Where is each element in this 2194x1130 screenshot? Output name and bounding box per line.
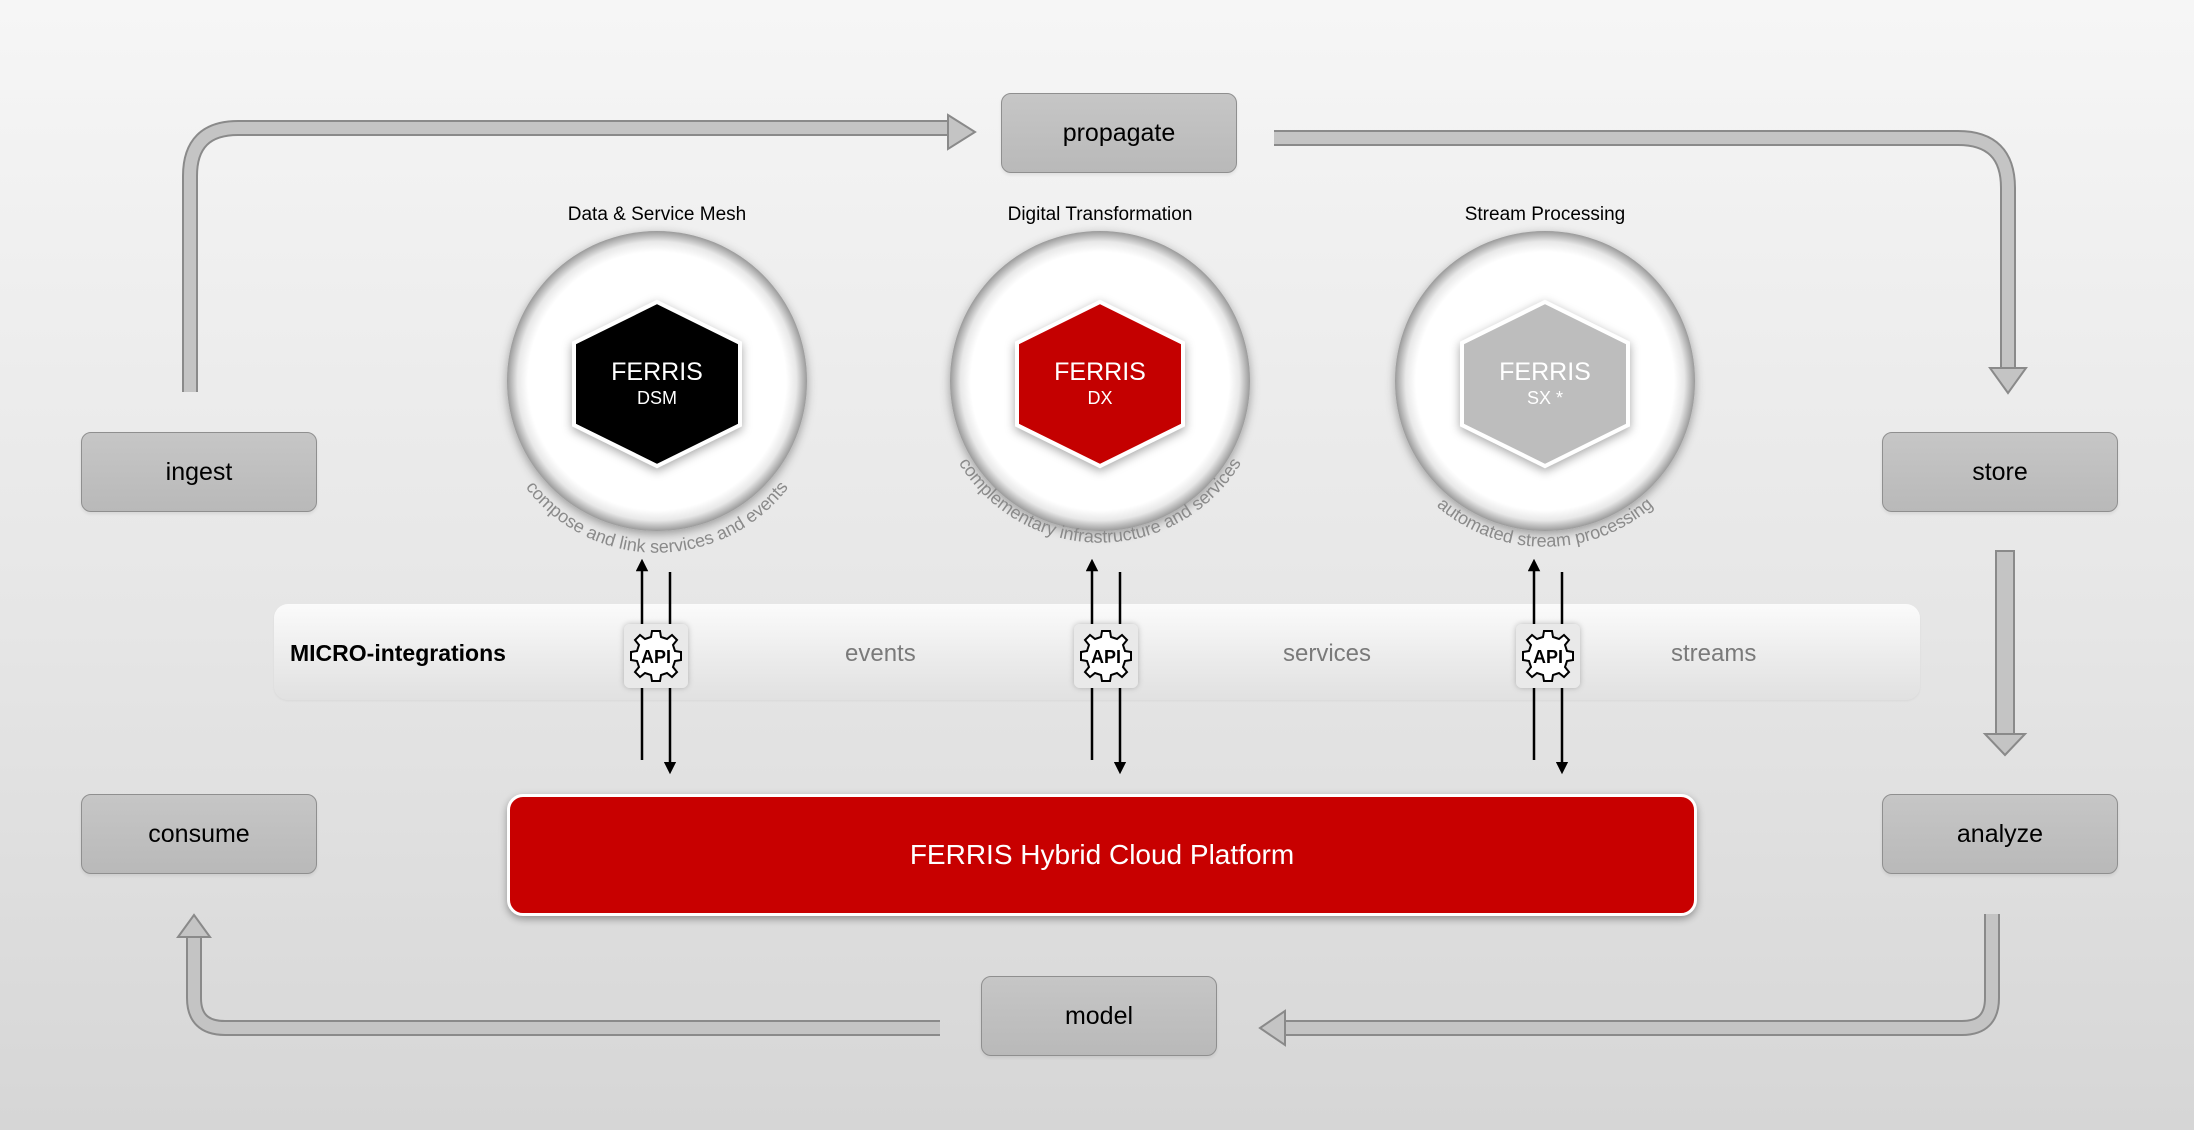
hexagon-dsm — [572, 299, 742, 469]
band-label-streams: streams — [1671, 640, 1757, 667]
hexagon-dx — [1015, 299, 1185, 469]
stage-analyze: analyze — [1882, 794, 2118, 874]
hex-name-dsm: FERRIS — [611, 358, 703, 386]
flow-arrow-model-to-consume — [176, 913, 940, 1036]
micro-integrations-title: MICRO-integrations — [290, 640, 506, 666]
hexagon-sx — [1460, 299, 1630, 469]
api-gear-icon-dsm: API — [624, 624, 688, 688]
hex-code-dx: DX — [1087, 388, 1112, 408]
product-heading-dsm: Data & Service Mesh — [567, 204, 747, 225]
product-heading-dx: Digital Transformation — [1007, 204, 1193, 225]
stage-model: model — [981, 976, 1217, 1056]
product-circle-sx — [1395, 231, 1695, 531]
stage-ingest: ingest — [81, 432, 317, 512]
hex-code-sx: SX * — [1527, 388, 1563, 408]
stage-propagate: propagate — [1001, 93, 1237, 173]
hex-name-sx: FERRIS — [1499, 358, 1591, 386]
stage-store: store — [1882, 432, 2118, 512]
hex-code-dsm: DSM — [637, 388, 677, 408]
band-label-services: services — [1283, 640, 1372, 667]
api-gear-icon-sx: API — [1516, 624, 1580, 688]
stage-consume: consume — [81, 794, 317, 874]
flow-arrow-store-to-analyze — [1982, 550, 2028, 757]
flow-arrow-propagate-to-store — [1274, 130, 2028, 395]
product-circle-dsm — [507, 231, 807, 531]
svg-text:API: API — [641, 647, 671, 667]
svg-text:API: API — [1091, 647, 1121, 667]
svg-text:API: API — [1533, 647, 1563, 667]
api-gear-icon-dx: API — [1074, 624, 1138, 688]
product-circle-dx — [950, 231, 1250, 531]
product-heading-sx: Stream Processing — [1464, 204, 1626, 225]
flow-arrow-analyze-to-model — [1258, 914, 2000, 1047]
hybrid-cloud-platform: FERRIS Hybrid Cloud Platform — [507, 794, 1697, 916]
band-label-events: events — [845, 640, 916, 667]
flow-arrow-ingest-to-propagate — [182, 113, 977, 392]
hex-name-dx: FERRIS — [1054, 358, 1146, 386]
